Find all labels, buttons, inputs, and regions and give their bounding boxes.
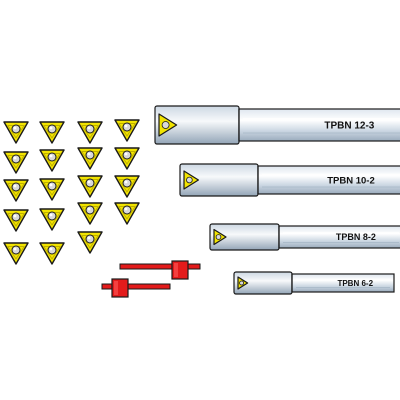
triangular-insert-icon	[77, 175, 103, 198]
triangular-insert-icon	[39, 149, 65, 172]
triangular-insert-icon	[3, 179, 29, 202]
boring-bar-label: TPBN 10-2	[327, 175, 375, 186]
triangular-insert-icon	[39, 121, 65, 144]
hex-key-wrench-icon	[119, 260, 201, 280]
triangular-insert-icon	[114, 175, 140, 198]
triangular-insert-icon	[3, 209, 29, 232]
triangular-insert-icon	[3, 121, 29, 144]
mounted-insert-icon	[237, 276, 249, 290]
triangular-insert-icon	[114, 202, 140, 225]
triangular-insert-icon	[77, 147, 103, 170]
insert-grid	[3, 119, 140, 265]
boring-bar-label: TPBN 8-2	[336, 232, 376, 242]
triangular-insert-icon	[114, 119, 140, 142]
boring-bar: TPBN 8-2	[209, 223, 400, 251]
triangular-insert-icon	[77, 121, 103, 144]
boring-bar-label: TPBN 12-3	[324, 121, 374, 132]
mounted-insert-icon	[213, 228, 227, 246]
triangular-insert-icon	[3, 151, 29, 174]
boring-bar: TPBN 6-2	[233, 271, 395, 295]
hex-key-wrench-icon	[101, 278, 171, 298]
wrench-group	[101, 260, 201, 298]
triangular-insert-icon	[77, 202, 103, 225]
boring-bar: TPBN 10-2	[179, 163, 400, 197]
mounted-insert-icon	[183, 170, 199, 190]
triangular-insert-icon	[3, 242, 29, 265]
triangular-insert-icon	[39, 208, 65, 231]
boring-bar-label: TPBN 6-2	[337, 279, 373, 288]
mounted-insert-icon	[158, 113, 178, 137]
triangular-insert-icon	[114, 147, 140, 170]
triangular-insert-icon	[77, 231, 103, 254]
triangular-insert-icon	[39, 242, 65, 265]
triangular-insert-icon	[39, 178, 65, 201]
boring-bar: TPBN 12-3	[154, 105, 400, 145]
